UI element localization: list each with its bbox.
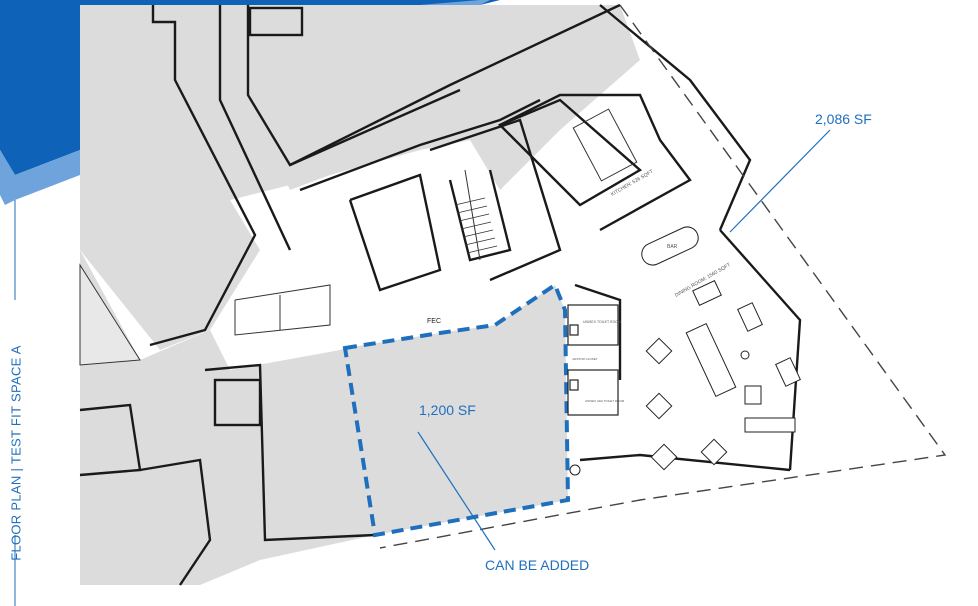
existing-building-area bbox=[80, 5, 640, 585]
stair bbox=[454, 197, 498, 254]
ada-toilet-label: UNISEX ADA TOILET ROOM bbox=[585, 399, 625, 403]
added-area-leader bbox=[417, 431, 496, 551]
hatched-zone bbox=[79, 263, 141, 366]
added-area-outline bbox=[342, 281, 571, 538]
toilet-rooms bbox=[567, 304, 619, 416]
toilet-room-label: UNISEX TOILET ROOM bbox=[583, 320, 621, 324]
janitor-label: JANITOR CLOSET bbox=[572, 357, 598, 361]
bar-label: BAR bbox=[667, 244, 678, 250]
dining-furniture bbox=[569, 226, 801, 476]
fec-label: FEC bbox=[427, 318, 441, 325]
added-area-callout: 1,200 SF bbox=[419, 402, 476, 418]
existing-area-callout: 2,086 SF bbox=[815, 111, 872, 127]
decor-shape-dark bbox=[0, 0, 500, 175]
page-title: FLOOR PLAN | TEST FIT SPACE A bbox=[8, 345, 24, 561]
added-note-callout: CAN BE ADDED bbox=[485, 557, 590, 573]
site-boundary bbox=[379, 4, 947, 549]
decor-shape-light bbox=[0, 150, 80, 205]
existing-area-leader bbox=[729, 129, 831, 233]
